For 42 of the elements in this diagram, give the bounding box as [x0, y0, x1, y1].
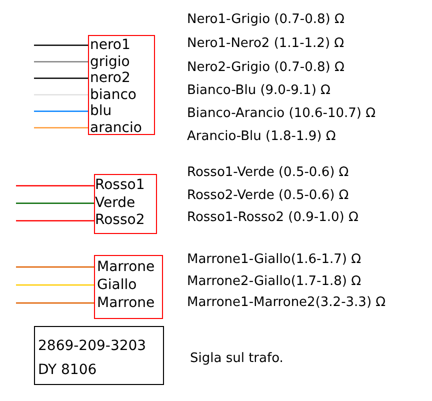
node-label: Sigla sul trafo.: [190, 351, 284, 366]
resistance-value: Nero2-Grigio (0.7-0.8) Ω: [187, 60, 344, 75]
wire: [34, 61, 88, 62]
resistance-value: Nero1-Grigio (0.7-0.8) Ω: [187, 12, 344, 27]
resistance-value: Nero1-Nero2 (1.1-1.2) Ω: [187, 36, 344, 51]
wire-name: arancio: [90, 120, 143, 136]
resistance-value: Rosso1-Verde (0.5-0.6) Ω: [187, 165, 349, 180]
wire: [16, 302, 94, 304]
resistance-value: Arancio-Blu (1.8-1.9) Ω: [187, 129, 336, 144]
wire-name: nero2: [90, 70, 132, 86]
wire: [16, 266, 94, 268]
terminal-box: [88, 35, 155, 135]
wire: [34, 78, 88, 79]
wire-name: 2869-209-3203: [38, 337, 148, 356]
wire: [16, 185, 94, 186]
wire-name: Giallo: [97, 276, 138, 294]
terminal-box: [94, 255, 163, 319]
wire-name: bianco: [90, 86, 138, 103]
wire-name: grigio: [90, 54, 131, 70]
resistance-value: Bianco-Blu (9.0-9.1) Ω: [187, 83, 330, 98]
resistance-value: Marrone1-Giallo(1.6-1.7) Ω: [187, 252, 362, 267]
terminal-box: [34, 326, 164, 385]
wire-name: nero1: [90, 37, 132, 54]
resistance-value: Marrone1-Marrone2(3.2-3.3) Ω: [187, 295, 386, 310]
wire-name: Rosso1: [95, 177, 146, 194]
wire-name: blu: [90, 103, 113, 120]
wire: [16, 284, 94, 286]
wire-name: Verde: [95, 194, 136, 212]
wire: [34, 127, 88, 128]
wire: [34, 110, 88, 112]
terminal-box: [94, 174, 157, 234]
resistance-value: Marrone2-Giallo(1.7-1.8) Ω: [187, 274, 362, 289]
wire-name: Rosso2: [95, 212, 146, 230]
wire: [16, 202, 94, 204]
wire: [34, 44, 88, 46]
wire-name: Marrone: [97, 294, 156, 312]
wire: [16, 220, 94, 222]
resistance-value: Rosso2-Verde (0.5-0.6) Ω: [187, 188, 349, 203]
wire-name: Marrone: [97, 258, 156, 276]
resistance-value: Rosso1-Rosso2 (0.9-1.0) Ω: [187, 210, 358, 225]
wire-name: DY 8106: [38, 361, 98, 380]
resistance-value: Bianco-Arancio (10.6-10.7) Ω: [187, 106, 376, 121]
